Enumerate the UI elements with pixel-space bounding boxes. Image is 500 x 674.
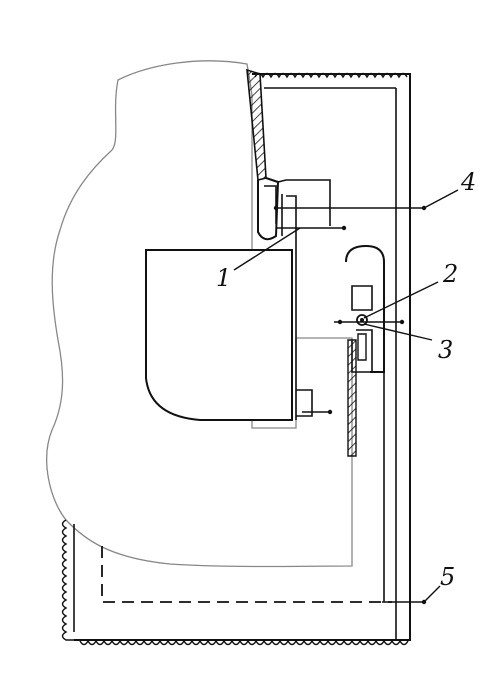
upper-seam-fold-outer [277, 179, 331, 226]
seam-knot-2 [356, 314, 368, 326]
upper-seam-fold [257, 177, 280, 241]
seam-knot-2-core [360, 318, 364, 322]
overlock-edge-top [254, 72, 408, 79]
pocket-bag-bottom-fold [296, 389, 313, 417]
overlock-edge-bottom [79, 639, 409, 646]
stitch-line-lower [302, 409, 333, 415]
dashed-seam-line [101, 546, 392, 603]
leader-1 [233, 227, 301, 271]
capsule-loop [345, 244, 385, 373]
upper-seam-fold-inner [264, 185, 277, 224]
leader-2 [363, 281, 439, 319]
pocket-bag-panel [145, 249, 293, 421]
callout-label-3: 3 [438, 336, 454, 364]
stitch-line-1 [276, 225, 347, 231]
body-outline [46, 60, 353, 568]
overlock-edge-left [61, 519, 74, 641]
hatched-lining-strip [246, 68, 267, 182]
capsule-inner [351, 285, 373, 311]
leader-5 [423, 585, 441, 603]
stitch-line-2 [334, 319, 405, 325]
callout-label-5: 5 [440, 563, 456, 591]
upper-seam-fold-second [286, 195, 297, 420]
leader-3 [363, 323, 433, 341]
capsule-small-box [357, 333, 367, 361]
callout-label-2: 2 [443, 260, 459, 288]
callout-label-4: 4 [461, 168, 477, 196]
leader-4 [423, 189, 459, 209]
hatched-stay-strip [347, 339, 357, 457]
callout-label-1: 1 [216, 264, 232, 292]
stitch-line-4 [273, 205, 427, 211]
stitch-line-5 [382, 599, 427, 605]
